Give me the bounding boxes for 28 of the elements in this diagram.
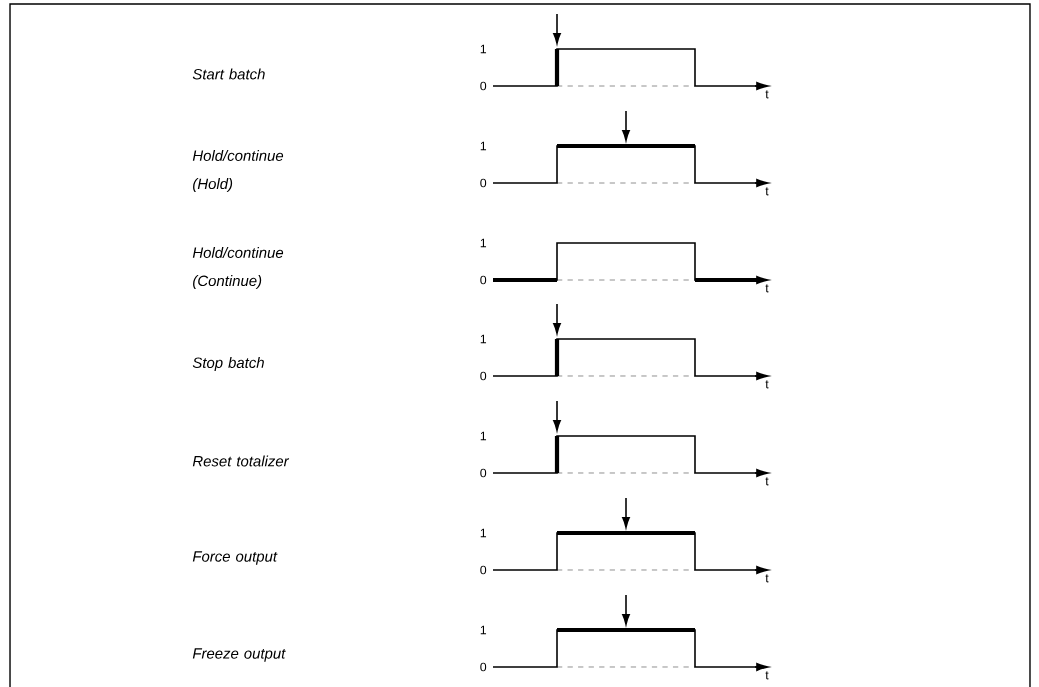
axis-label: t	[765, 90, 769, 99]
level-label: 1	[480, 431, 487, 441]
level-label: 0	[480, 371, 487, 381]
level-label: 1	[480, 334, 487, 344]
level-label: 1	[480, 44, 487, 54]
axis-label: t	[765, 187, 769, 196]
level-label: 1	[480, 528, 487, 538]
level-label: 0	[480, 468, 487, 478]
row-label: Force output	[192, 551, 278, 565]
row-label: Freeze output	[192, 648, 286, 662]
axis-label: t	[765, 574, 769, 583]
axis-label: t	[765, 671, 769, 680]
row-label: Hold/continue (Hold)	[192, 150, 284, 192]
axis-label: t	[765, 477, 769, 486]
row-label: Reset totalizer	[192, 455, 290, 467]
level-label: 0	[480, 81, 487, 91]
level-label: 1	[480, 625, 487, 635]
row-label: Hold/continue (Continue)	[192, 247, 284, 289]
row-label: Stop batch	[192, 357, 264, 371]
level-label: 0	[480, 275, 487, 285]
level-label: 0	[480, 178, 487, 188]
level-label: 1	[480, 141, 487, 151]
level-label: 0	[480, 662, 487, 672]
row-label: Start batch	[192, 68, 265, 80]
axis-label: t	[765, 284, 769, 293]
axis-label: t	[765, 380, 769, 389]
level-label: 0	[480, 565, 487, 575]
level-label: 1	[480, 238, 487, 248]
